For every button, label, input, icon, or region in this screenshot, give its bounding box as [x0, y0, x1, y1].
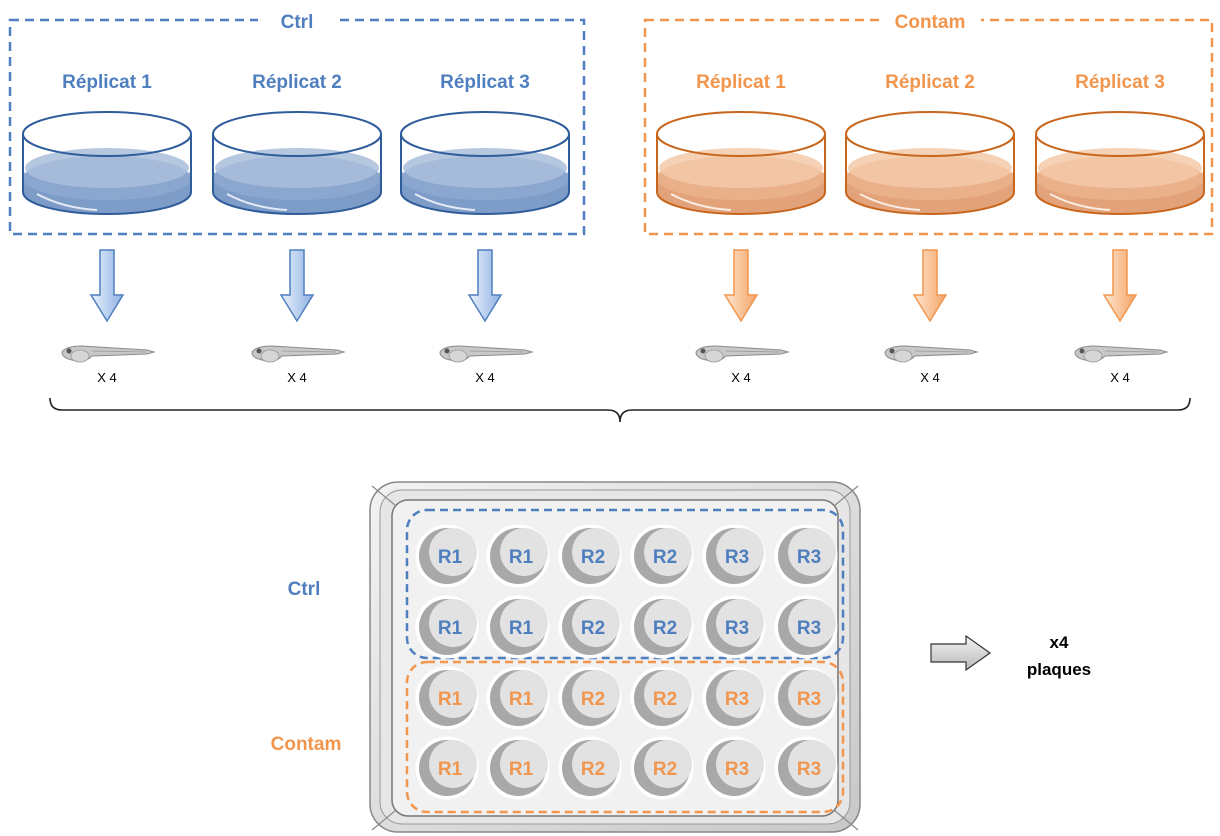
- well: R3: [702, 524, 766, 588]
- down-arrow-icon: [279, 249, 315, 323]
- well-label: R2: [653, 689, 677, 710]
- well: R2: [558, 666, 622, 730]
- well-label: R2: [653, 547, 677, 568]
- petri-dish-icon: [400, 111, 570, 215]
- zebrafish-larva-icon: [439, 345, 534, 363]
- plate-row-label-contam: Contam: [271, 734, 342, 755]
- larvae-multiplier: X 4: [920, 370, 940, 385]
- well: R1: [486, 524, 550, 588]
- well-label: R3: [725, 618, 749, 639]
- down-arrow-icon: [912, 249, 948, 323]
- well-label: R2: [653, 618, 677, 639]
- petri-dish-icon: [22, 111, 192, 215]
- well: R1: [415, 666, 479, 730]
- contam-replicate-3: Réplicat 3 X 4: [1035, 72, 1205, 385]
- output-multiplier: x4: [1050, 633, 1069, 652]
- well: R3: [774, 524, 838, 588]
- down-arrow-icon: [1102, 249, 1138, 323]
- replicate-label: Réplicat 1: [62, 72, 152, 93]
- replicate-label: Réplicat 2: [885, 72, 975, 93]
- ctrl-replicate-3: Réplicat 3 X 4: [400, 72, 570, 385]
- ctrl-wells-outline: [405, 508, 845, 660]
- down-arrow-icon: [723, 249, 759, 323]
- well-label: R3: [725, 547, 749, 568]
- well: R3: [702, 666, 766, 730]
- larvae-multiplier: X 4: [287, 370, 307, 385]
- well: R1: [415, 524, 479, 588]
- zebrafish-larva-icon: [61, 345, 156, 363]
- well-label: R1: [509, 759, 534, 780]
- contam-wells-outline: [405, 660, 845, 814]
- well-label: R3: [797, 618, 821, 639]
- well-label: R3: [725, 689, 749, 710]
- zebrafish-larva-icon: [884, 345, 979, 363]
- replicate-label: Réplicat 2: [252, 72, 342, 93]
- ctrl-replicate-1: Réplicat 1 X 4: [22, 72, 192, 385]
- zebrafish-larva-icon: [251, 345, 346, 363]
- contam-group-title: Contam: [895, 12, 966, 33]
- down-arrow-icon: [89, 249, 125, 323]
- well-label: R3: [725, 759, 749, 780]
- well-label: R2: [653, 759, 677, 780]
- output-plates: plaques: [1027, 660, 1091, 679]
- well: R2: [558, 595, 622, 659]
- well: R1: [415, 595, 479, 659]
- right-arrow-icon: [930, 634, 992, 672]
- well-label: R2: [581, 759, 605, 780]
- replicate-label: Réplicat 3: [440, 72, 530, 93]
- well-label: R2: [581, 618, 605, 639]
- well-label: R1: [438, 689, 463, 710]
- well-label: R1: [438, 547, 463, 568]
- ctrl-replicate-2: Réplicat 2 X 4: [212, 72, 382, 385]
- contam-replicate-1: Réplicat 1 X 4: [656, 72, 826, 385]
- well-label: R2: [581, 547, 605, 568]
- well: R1: [486, 736, 550, 800]
- petri-dish-icon: [1035, 111, 1205, 215]
- grouping-brace: [49, 397, 1191, 423]
- well-label: R3: [797, 759, 821, 780]
- contam-group-outline: [643, 18, 1214, 236]
- larvae-multiplier: X 4: [97, 370, 117, 385]
- well: R1: [486, 595, 550, 659]
- contam-replicate-2: Réplicat 2 X 4: [845, 72, 1015, 385]
- well-label: R1: [438, 759, 463, 780]
- petri-dish-icon: [212, 111, 382, 215]
- well-label: R2: [581, 689, 605, 710]
- larvae-multiplier: X 4: [731, 370, 751, 385]
- well-label: R1: [438, 618, 463, 639]
- well-label: R1: [509, 618, 534, 639]
- replicate-label: Réplicat 1: [696, 72, 786, 93]
- zebrafish-larva-icon: [1074, 345, 1169, 363]
- down-arrow-icon: [467, 249, 503, 323]
- well: R1: [415, 736, 479, 800]
- plate-row-label-ctrl: Ctrl: [288, 579, 321, 600]
- ctrl-group-title: Ctrl: [281, 12, 314, 33]
- zebrafish-larva-icon: [695, 345, 790, 363]
- well: R2: [630, 524, 694, 588]
- petri-dish-icon: [845, 111, 1015, 215]
- well: R1: [486, 666, 550, 730]
- well-label: R3: [797, 689, 821, 710]
- well: R2: [630, 595, 694, 659]
- replicate-label: Réplicat 3: [1075, 72, 1165, 93]
- well: R2: [558, 524, 622, 588]
- well-label: R3: [797, 547, 821, 568]
- well: R3: [702, 736, 766, 800]
- well: R2: [630, 736, 694, 800]
- well: R3: [774, 666, 838, 730]
- well-label: R1: [509, 547, 534, 568]
- well: R3: [774, 595, 838, 659]
- well: R2: [558, 736, 622, 800]
- well: R2: [630, 666, 694, 730]
- petri-dish-icon: [656, 111, 826, 215]
- well-label: R1: [509, 689, 534, 710]
- larvae-multiplier: X 4: [475, 370, 495, 385]
- well: R3: [774, 736, 838, 800]
- well: R3: [702, 595, 766, 659]
- larvae-multiplier: X 4: [1110, 370, 1130, 385]
